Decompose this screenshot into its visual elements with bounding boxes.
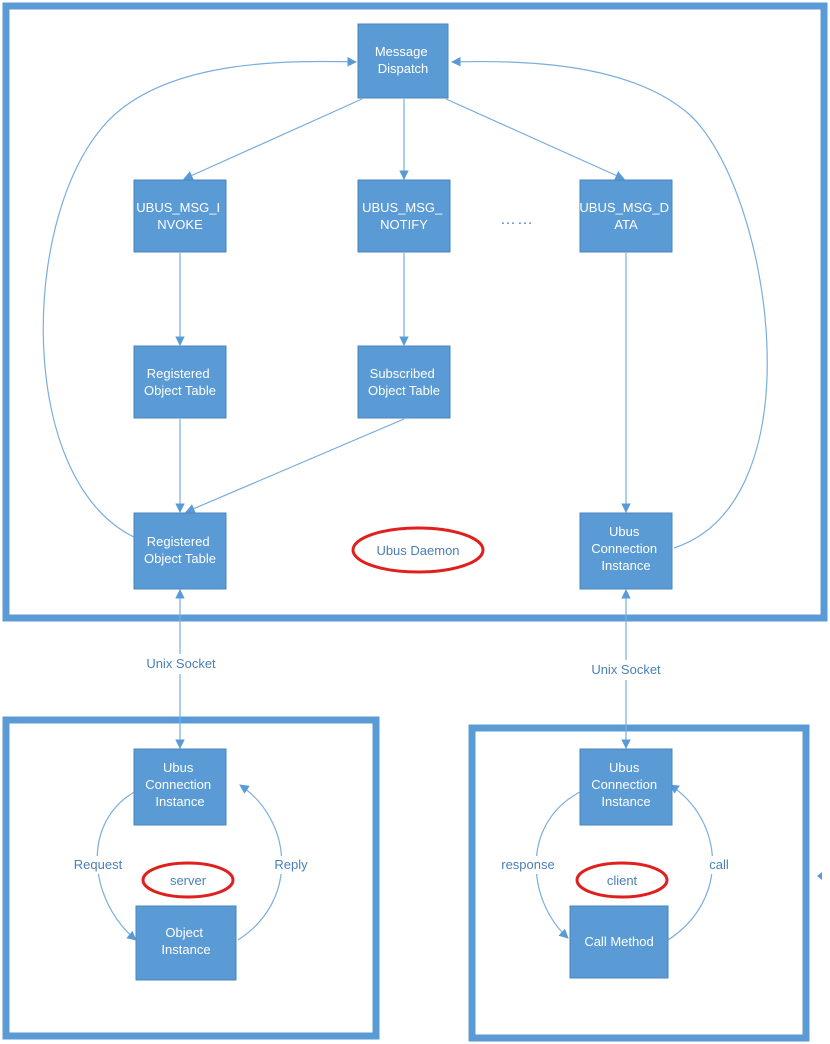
label-bg <box>497 856 559 874</box>
node-label-line: Registered <box>147 534 210 549</box>
label-bg <box>138 654 224 674</box>
ellipse-server: server <box>141 861 235 899</box>
svg-text:Call Method: Call Method <box>584 934 653 949</box>
label-bg <box>70 856 128 874</box>
node-label-line: Connection <box>591 777 657 792</box>
label-request: Request <box>74 857 123 872</box>
svg-text:Ubus Connection In: Ubus Connection Instance <box>591 760 660 809</box>
svg-text:Ubus Connection In: Ubus Connection Instance <box>591 524 660 573</box>
node-subscribed-object-table: Subscribed Object Table <box>357 345 451 419</box>
node-label-line: Connection <box>145 777 211 792</box>
node-ubus-msg-invoke: UBUS_MSG_I NVOKE <box>133 179 227 253</box>
label-reply: Reply <box>274 857 308 872</box>
node-label-line: UBUS_MSG_D <box>579 200 669 215</box>
label-unix-socket-left: Unix Socket <box>146 656 216 671</box>
node-registered-object-table-upper: Registered Object Table <box>133 345 227 419</box>
edge-loop-right <box>451 56 768 549</box>
label-unix-socket-right: Unix Socket <box>591 662 661 677</box>
svg-text:UBUS_MSG_D ATA: UBUS_MSG_D ATA <box>579 200 672 232</box>
ellipse-label: Ubus Daemon <box>376 543 459 558</box>
node-label-line: Registered <box>147 366 210 381</box>
node-call-method: Call Method <box>569 905 669 979</box>
node-label-line: Instance <box>601 558 650 573</box>
server-frame <box>2 716 380 1040</box>
node-label-line: Instance <box>155 794 204 809</box>
svg-text:Ubus Connection In: Ubus Connection Instance <box>145 760 214 809</box>
ellipse-label: client <box>607 873 638 888</box>
node-ubus-msg-notify: UBUS_MSG_ NOTIFY <box>357 179 451 253</box>
edge-loop-left <box>42 56 357 539</box>
node-label-line: Dispatch <box>378 61 429 76</box>
right-edge-arrowhead <box>817 872 822 880</box>
ellipsis-marker: …… <box>500 211 534 228</box>
ellipse-client: client <box>575 861 669 899</box>
node-label-line: UBUS_MSG_I <box>136 200 220 215</box>
svg-text:UBUS_MSG_I NVOKE: UBUS_MSG_I NVOKE <box>136 200 223 232</box>
ellipse-label: server <box>170 873 207 888</box>
edge-dispatch-invoke <box>183 98 363 180</box>
label-response: response <box>501 857 554 872</box>
daemon-frame <box>2 2 828 622</box>
node-label-line: Connection <box>591 541 657 556</box>
label-call: call <box>709 857 729 872</box>
node-label-line: Instance <box>161 942 210 957</box>
node-label-line: NVOKE <box>157 217 203 232</box>
label-bg <box>583 660 669 680</box>
node-label-line: ATA <box>614 217 638 232</box>
node-message-dispatch: Message Dispatch <box>357 23 449 99</box>
node-label-line: Object Table <box>144 383 216 398</box>
svg-text:UBUS_MSG_ NOTIFY: UBUS_MSG_ NOTIFY <box>362 200 446 232</box>
node-ubus-msg-data: UBUS_MSG_D ATA <box>579 179 673 253</box>
edge-subscribed-registered <box>185 418 405 514</box>
node-label-line: Ubus <box>609 524 640 539</box>
node-label-line: Ubus <box>163 760 194 775</box>
svg-text:Object Instance: Object Instance <box>161 925 210 957</box>
node-label-line: Instance <box>601 794 650 809</box>
node-object-instance: Object Instance <box>135 905 237 981</box>
node-label-line: NOTIFY <box>380 217 428 232</box>
node-label-line: Object Table <box>368 383 440 398</box>
node-label-line: Ubus <box>609 760 640 775</box>
node-label-line: Call Method <box>584 934 653 949</box>
node-server-connection-instance: Ubus Connection Instance <box>133 748 227 826</box>
node-label-line: Object <box>165 925 203 940</box>
svg-text:Message Dispatch: Message Dispatch <box>375 44 431 76</box>
label-bg <box>268 856 314 874</box>
node-label-line: Subscribed <box>370 366 435 381</box>
edge-dispatch-data <box>445 98 625 180</box>
label-bg <box>704 856 734 874</box>
client-frame <box>468 724 810 1042</box>
node-label-line: Message <box>375 44 428 59</box>
ellipse-ubus-daemon: Ubus Daemon <box>351 526 485 574</box>
node-client-connection-instance: Ubus Connection Instance <box>579 748 673 826</box>
node-daemon-connection-instance: Ubus Connection Instance <box>579 512 673 590</box>
svg-text:Registered Object Table: Registered Object Table <box>144 366 216 398</box>
node-label-line: Object Table <box>144 551 216 566</box>
svg-text:Registered Object Table: Registered Object Table <box>144 534 216 566</box>
svg-text:Subscribed Object Table: Subscribed Object Table <box>368 366 440 398</box>
node-label-line: UBUS_MSG_ <box>362 200 443 215</box>
node-registered-object-table-lower: Registered Object Table <box>133 512 227 590</box>
